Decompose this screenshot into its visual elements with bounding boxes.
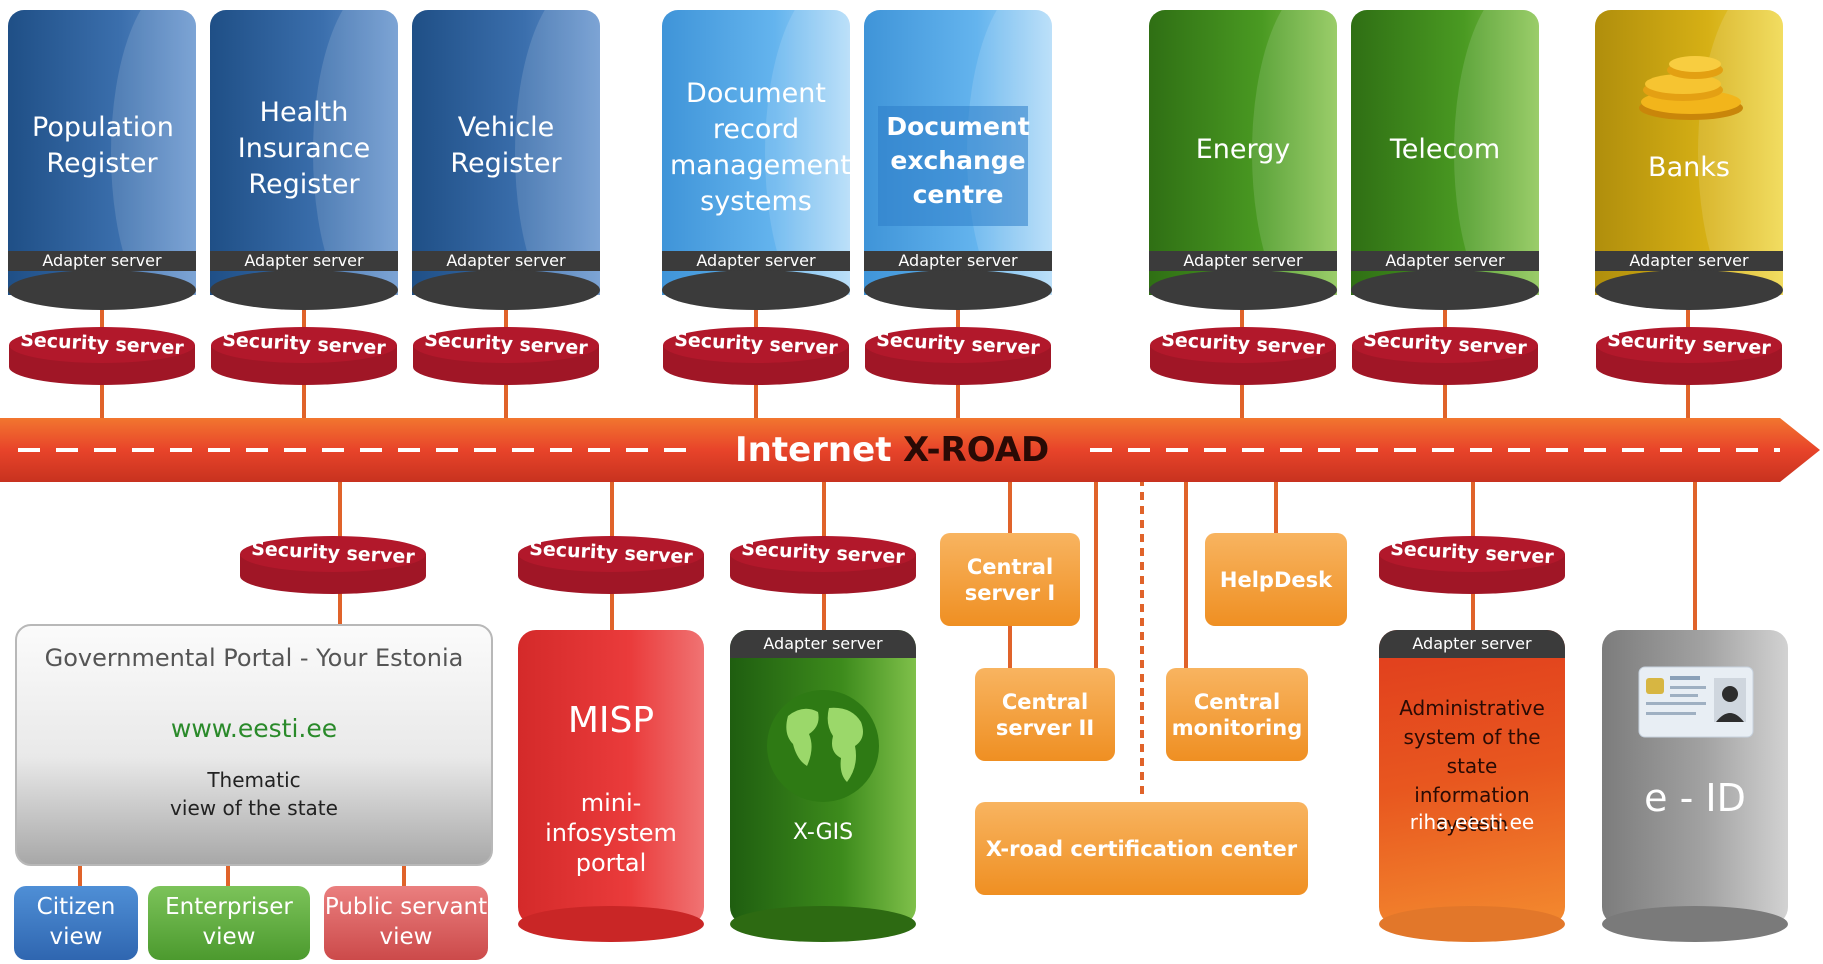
helpdesk-box: HelpDesk	[1205, 533, 1347, 626]
xroad-arrow	[0, 418, 1820, 482]
security-server-energy: Security server	[1150, 327, 1336, 385]
central-server-1-box: Central server I	[940, 533, 1080, 626]
security-server-riha: Security server	[1379, 536, 1565, 594]
xgis-cylinder: Adapter server X-GIS	[730, 630, 916, 925]
security-server-document-management: Security server	[663, 327, 849, 385]
internet-label: Internet	[735, 430, 892, 470]
system-label: Document exchange centre	[886, 112, 1030, 209]
id-card-icon	[1638, 666, 1754, 738]
system-label: Population Register	[32, 112, 174, 179]
portal-title: Governmental Portal - Your Estonia	[44, 644, 464, 672]
document-exchange-centre-cylinder: Document exchange centre Adapter server	[864, 10, 1052, 295]
system-label: Banks	[1648, 152, 1730, 183]
lower-cylinder-bases	[518, 906, 1788, 942]
portal-url: www.eesti.ee	[170, 714, 338, 743]
security-server-vehicle: Security server	[413, 327, 599, 385]
document-exchange-highlight	[878, 106, 1028, 226]
governmental-portal-box: Governmental Portal - Your Estonia www.e…	[15, 624, 493, 866]
system-label: Vehicle Register	[450, 112, 562, 179]
adapter-server-band: Adapter server	[864, 251, 1052, 271]
energy-cylinder: Energy Adapter server	[1149, 10, 1337, 295]
security-server-telecom: Security server	[1352, 327, 1538, 385]
health-insurance-register-cylinder: Health Insurance Register Adapter server	[210, 10, 398, 295]
security-server-document-exchange: Security server	[865, 327, 1051, 385]
security-server-health: Security server	[211, 327, 397, 385]
security-server-misp: Security server	[518, 536, 704, 594]
adapter-server-band: Adapter server	[1149, 251, 1337, 271]
misp-cylinder: MISP mini-infosystem portal	[518, 630, 704, 925]
vehicle-register-cylinder: Vehicle Register Adapter server	[412, 10, 600, 295]
telecom-cylinder: Telecom Adapter server	[1351, 10, 1539, 295]
riha-title: Administrative system of the state infor…	[1399, 696, 1545, 836]
xgis-title: X-GIS	[792, 820, 854, 845]
system-label: Energy	[1195, 134, 1291, 165]
adapter-server-band: Adapter server	[8, 251, 196, 271]
riha-cylinder: Adapter server Administrative system of …	[1379, 630, 1565, 925]
document-management-cylinder: Document record management systems Adapt…	[662, 10, 850, 295]
cylinder-bases	[8, 270, 1783, 310]
system-label: Telecom	[1389, 134, 1501, 165]
eid-cylinder: e - ID	[1602, 630, 1788, 925]
adapter-server-band: Adapter server	[210, 251, 398, 271]
adapter-server-band: Adapter server	[1351, 251, 1539, 271]
globe-icon	[767, 690, 879, 802]
adapter-server-band: Adapter server	[412, 251, 600, 271]
system-label: Document record management systems	[670, 78, 850, 217]
citizen-view-button[interactable]: Citizen view	[14, 886, 138, 960]
adapter-server-band: Adapter server	[730, 630, 916, 658]
adapter-server-band: Adapter server	[1595, 251, 1783, 271]
system-label: Health Insurance Register	[237, 97, 371, 200]
adapter-server-band: Adapter server	[1379, 630, 1565, 658]
portal-line-thematic: Thematic	[207, 768, 301, 792]
security-server-xgis: Security server	[730, 536, 916, 594]
public-servant-view-button[interactable]: Public servant view	[324, 886, 488, 960]
security-server-banks: Security server	[1596, 327, 1782, 385]
adapter-server-band: Adapter server	[662, 251, 850, 271]
central-monitoring-box: Central monitoring	[1166, 668, 1308, 761]
central-server-2-box: Central server II	[975, 668, 1115, 761]
banks-cylinder: Banks Adapter server	[1595, 10, 1783, 295]
enterpriser-view-button[interactable]: Enterpriser view	[148, 886, 310, 960]
riha-url: riha.eesti.ee	[1409, 810, 1535, 834]
portal-line-view: view of the state	[170, 796, 338, 820]
xroad-label: X-ROAD	[903, 430, 1050, 470]
security-server-portal: Security server	[240, 536, 426, 594]
security-server-population: Security server	[9, 327, 195, 385]
coins-icon	[1639, 56, 1743, 120]
population-register-cylinder: Population Register Adapter server	[8, 10, 196, 295]
certification-center-box: X-road certification center	[975, 802, 1308, 895]
misp-title: MISP	[567, 700, 655, 741]
eid-title: e - ID	[1644, 776, 1746, 820]
misp-subtitle: mini-infosystem portal	[545, 789, 677, 877]
